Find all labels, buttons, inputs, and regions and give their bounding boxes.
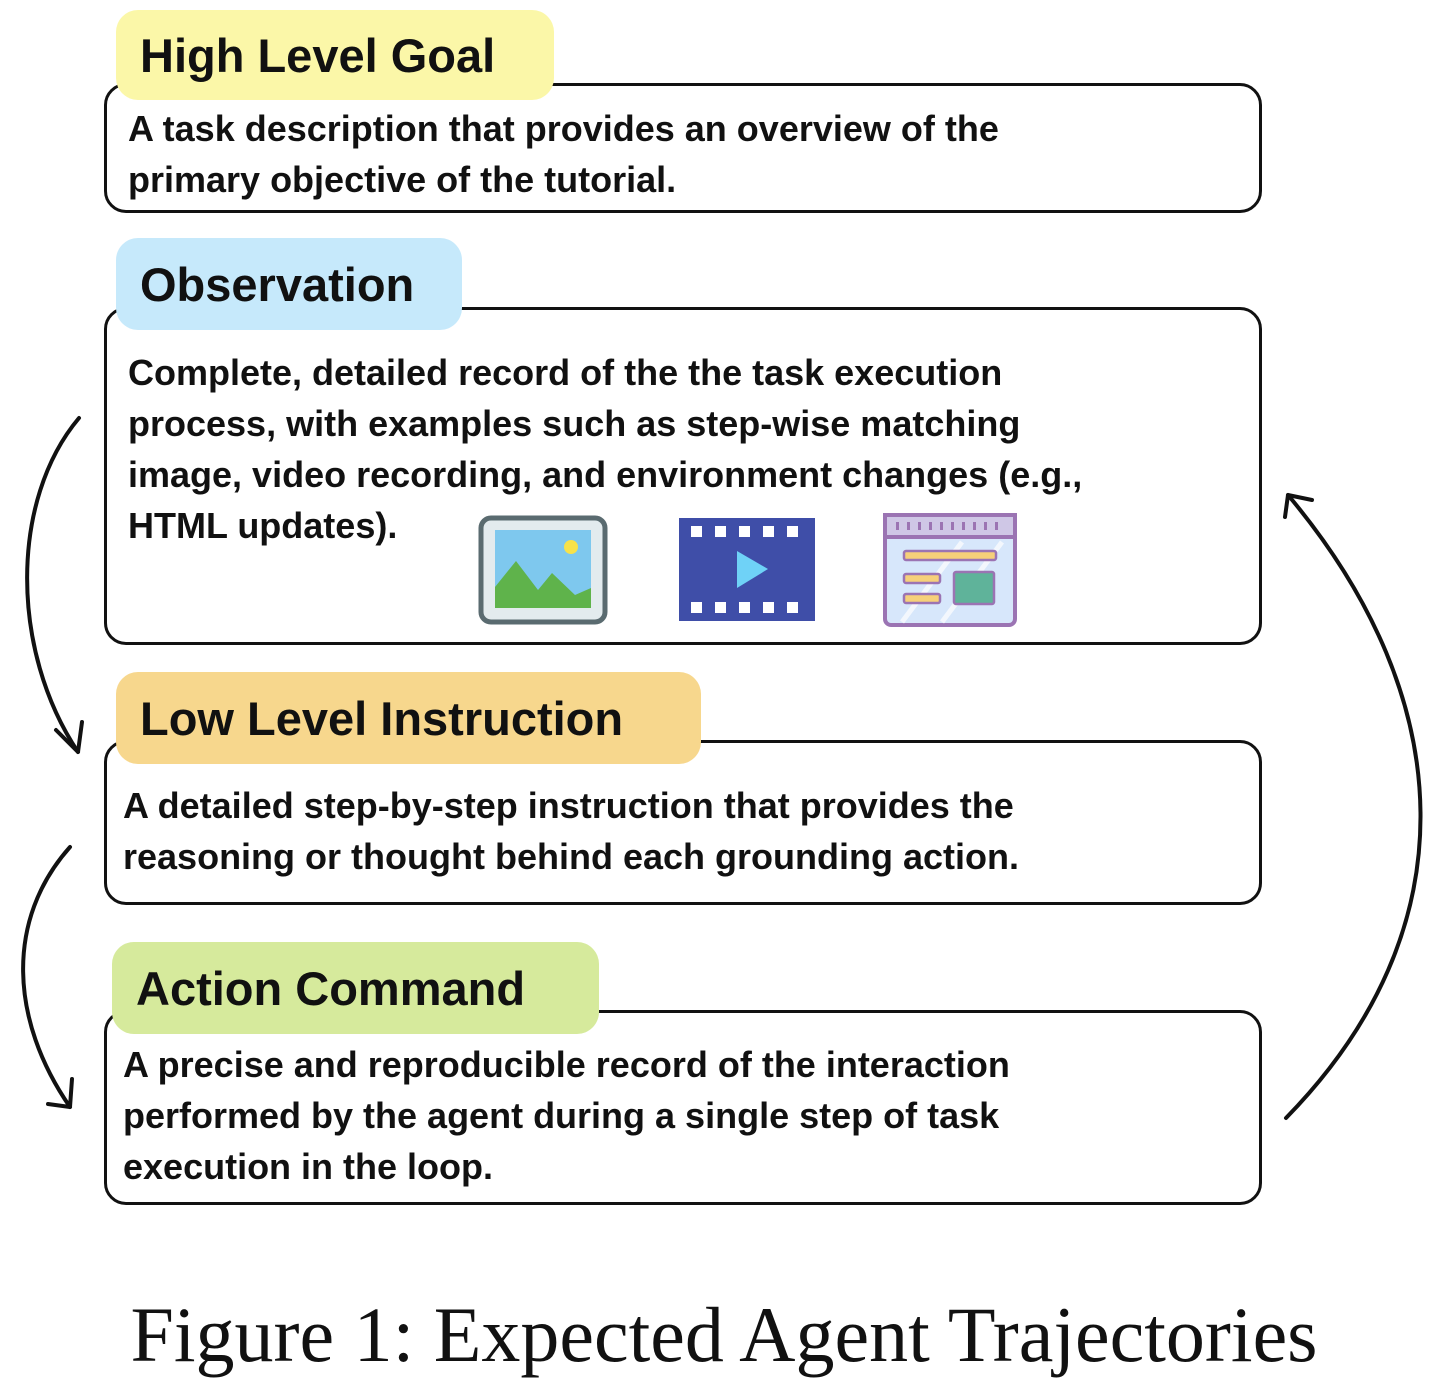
arrow-observation-to-instruction-head	[54, 720, 84, 754]
video-icon	[679, 518, 815, 621]
low-level-instruction-title: Low Level Instruction	[140, 691, 624, 745]
webpage-icon	[883, 513, 1017, 627]
high-level-goal-line-2: primary objective of the tutorial.	[128, 159, 677, 200]
high-level-goal-line-1: A task description that provides an over…	[128, 108, 999, 149]
action-command-tag: Action Command	[112, 942, 599, 1034]
low-level-instruction-line-1: A detailed step-by-step instruction that…	[123, 785, 1014, 826]
action-command-title: Action Command	[136, 961, 526, 1015]
high-level-goal-description: A task description that provides an over…	[128, 103, 999, 205]
high-level-goal-title: High Level Goal	[140, 28, 496, 82]
arrow-action-to-observation-head	[1283, 493, 1314, 519]
observation-line-2: process, with examples such as step-wise…	[128, 403, 1021, 444]
image-icon	[478, 515, 608, 625]
arrow-instruction-to-action	[21, 845, 72, 1109]
action-command-description: A precise and reproducible record of the…	[123, 1039, 1010, 1192]
arrow-action-to-observation	[1284, 493, 1423, 1120]
low-level-instruction-line-2: reasoning or thought behind each groundi…	[123, 836, 1019, 877]
action-command-line-1: A precise and reproducible record of the…	[123, 1044, 1010, 1085]
observation-line-3: image, video recording, and environment …	[128, 454, 1083, 495]
action-command-line-2: performed by the agent during a single s…	[123, 1095, 1000, 1136]
observation-tag: Observation	[116, 238, 462, 330]
observation-line-4: HTML updates).	[128, 505, 398, 546]
high-level-goal-box	[104, 83, 1262, 213]
arrow-instruction-to-action-head	[46, 1077, 74, 1109]
observation-description: Complete, detailed record of the the tas…	[128, 347, 1082, 551]
action-command-line-3: execution in the loop.	[123, 1146, 494, 1187]
action-command-box	[104, 1010, 1262, 1205]
observation-line-1: Complete, detailed record of the the tas…	[128, 352, 1003, 393]
figure-caption: Figure 1: Expected Agent Trajectories	[130, 1291, 1318, 1378]
low-level-instruction-tag: Low Level Instruction	[116, 672, 701, 764]
low-level-instruction-description: A detailed step-by-step instruction that…	[123, 780, 1019, 882]
observation-title: Observation	[140, 257, 415, 311]
high-level-goal-tag: High Level Goal	[116, 10, 554, 100]
arrow-observation-to-instruction	[25, 416, 81, 754]
